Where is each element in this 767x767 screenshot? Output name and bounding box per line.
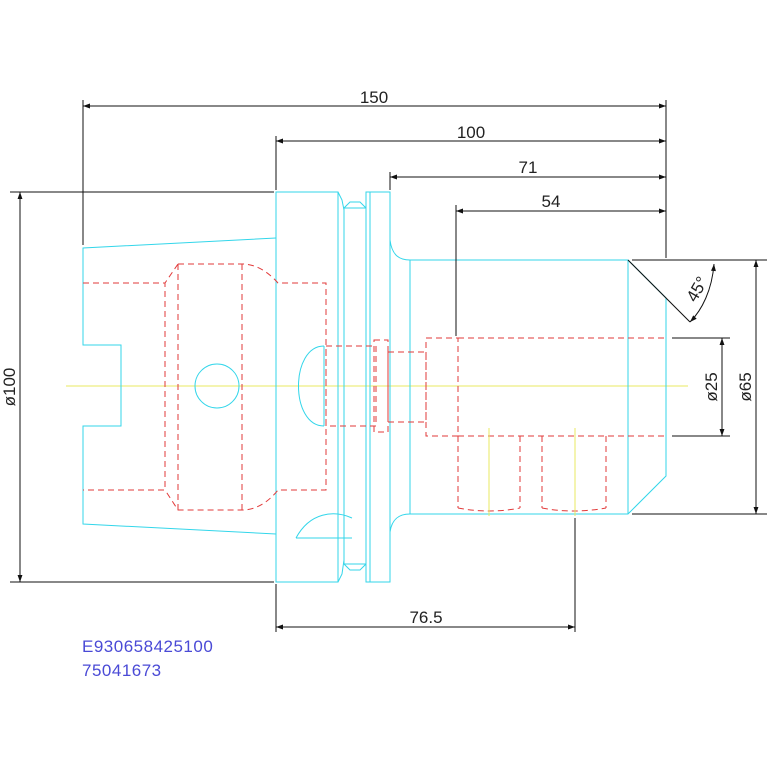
dim-71-label: 71 bbox=[519, 158, 538, 177]
dim-dia65-label: ø65 bbox=[736, 372, 755, 401]
dim-45-label: 45° bbox=[683, 273, 712, 305]
dim-150-label: 150 bbox=[360, 88, 388, 107]
hidden-lines bbox=[83, 263, 666, 512]
dim-dia25-label: ø25 bbox=[702, 372, 721, 401]
dim-dia100-label: ø100 bbox=[0, 368, 19, 407]
part-number-secondary: 75041673 bbox=[82, 661, 162, 680]
dim-76-5-label: 76.5 bbox=[409, 608, 442, 627]
dim-54-label: 54 bbox=[542, 192, 561, 211]
taper-shank-outline bbox=[82, 237, 277, 535]
dim-100-label: 100 bbox=[457, 123, 485, 142]
part-number-primary: E930658425100 bbox=[82, 637, 214, 656]
body-outline bbox=[389, 239, 667, 533]
dimension-lines bbox=[10, 100, 767, 632]
flange-outline bbox=[275, 191, 391, 583]
